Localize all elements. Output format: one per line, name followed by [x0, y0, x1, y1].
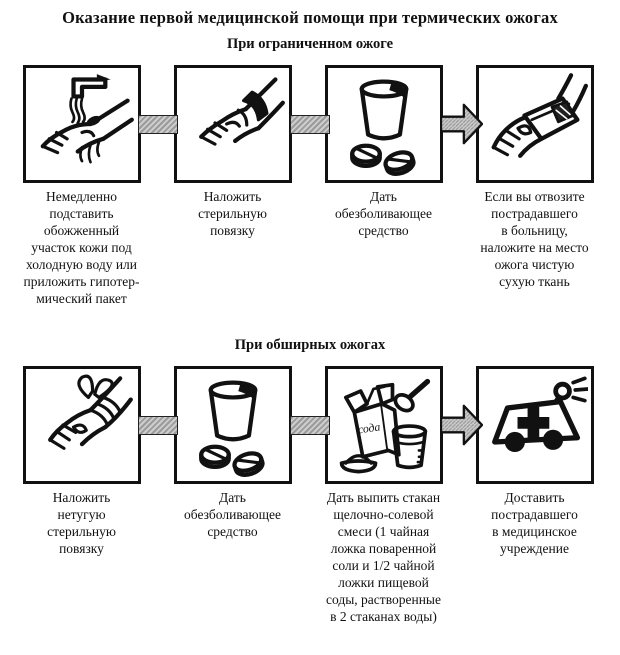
- arm-with-loose-bandage-icon: [47, 374, 133, 450]
- step-alkaline-salt-drink: сода Дать выпить стакан щелочно-солевой …: [310, 366, 457, 625]
- step-caption: Доставить пострадавшего в медицинское уч…: [491, 490, 578, 556]
- flow-row-extensive-burn: Наложить нетугую стерильную повязку: [8, 366, 612, 625]
- step-clean-dry-cloth: Если вы отвозите пострадавшего в больниц…: [461, 65, 608, 307]
- step-deliver-to-hospital: Доставить пострадавшего в медицинское уч…: [461, 366, 608, 625]
- step-loose-bandage: Наложить нетугую стерильную повязку: [8, 366, 155, 625]
- glass-and-tablets-icon: [349, 79, 416, 176]
- pictogram-box: [22, 65, 141, 183]
- section-heading-extensive-burn: При обширных ожогах: [234, 337, 386, 353]
- soda-box-label: сода: [357, 420, 381, 436]
- flow-right-arrow-icon: [441, 404, 483, 446]
- flow-connector-bar: [138, 416, 178, 435]
- section-heading-limited-burn: При ограниченном ожоге: [226, 36, 394, 52]
- soda-box-spoon-salt-glass-icon: сода: [339, 378, 430, 474]
- arm-with-sterile-bandage-icon: [198, 77, 285, 146]
- pictogram-box: [173, 65, 292, 183]
- step-caption: Наложить нетугую стерильную повязку: [47, 490, 116, 556]
- pictogram-box: [22, 366, 141, 484]
- pictogram-box: сода: [324, 366, 443, 484]
- step-give-painkiller: Дать обезболивающее средство: [310, 65, 457, 307]
- flow-row-limited-burn: Немедленно подставить обожженный участок…: [8, 65, 612, 307]
- doc-title: Оказание первой медицинской помощи при т…: [62, 8, 558, 27]
- step-caption: Дать выпить стакан щелочно-солевой смеси…: [326, 490, 441, 624]
- ambulance-icon: [491, 376, 588, 453]
- pictogram-box: [475, 65, 594, 183]
- step-caption: Наложить стерильную повязку: [198, 189, 267, 238]
- step-caption: Если вы отвозите пострадавшего в больниц…: [480, 189, 589, 289]
- flow-connector-bar: [138, 115, 178, 134]
- step-caption: Дать обезболивающее средство: [184, 490, 281, 539]
- step-give-painkiller: Дать обезболивающее средство: [159, 366, 306, 625]
- step-caption: Немедленно подставить обожженный участок…: [23, 189, 140, 306]
- tap-water-over-burned-hand-icon: [40, 74, 134, 164]
- clean-dry-cloth-on-burn-icon: [491, 73, 588, 158]
- flow-connector-bar: [290, 416, 330, 435]
- pictogram-box: [173, 366, 292, 484]
- glass-and-tablets-icon: [198, 380, 265, 477]
- step-sterile-bandage: Наложить стерильную повязку: [159, 65, 306, 307]
- flow-right-arrow-icon: [441, 103, 483, 145]
- flow-connector-bar: [290, 115, 330, 134]
- first-aid-poster: Оказание первой медицинской помощи при т…: [8, 8, 612, 625]
- step-caption: Дать обезболивающее средство: [335, 189, 432, 238]
- pictogram-box: [324, 65, 443, 183]
- pictogram-box: [475, 366, 594, 484]
- step-cool-with-water: Немедленно подставить обожженный участок…: [8, 65, 155, 307]
